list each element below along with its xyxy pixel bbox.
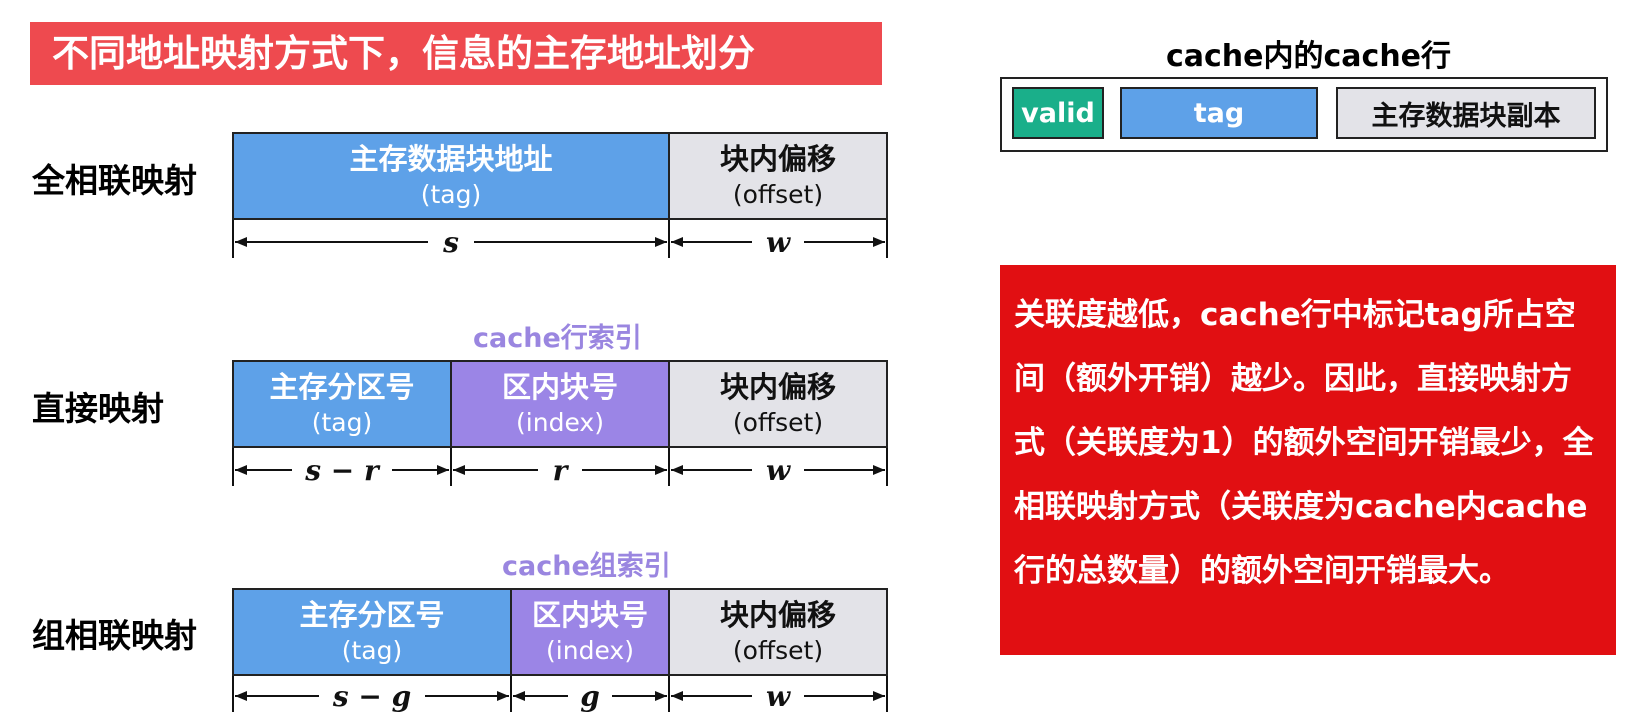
dimension-ticks bbox=[232, 448, 888, 486]
field-offset: 块内偏移 (offset) bbox=[668, 132, 888, 220]
field-main-label: 主存分区号 bbox=[269, 370, 415, 404]
field-sub-label: (offset) bbox=[732, 408, 824, 437]
field-main-label: 区内块号 bbox=[501, 370, 618, 404]
field-main-label: 块内偏移 bbox=[719, 142, 836, 176]
dimension-label: s − g bbox=[332, 680, 411, 713]
cache-cell-data-copy: 主存数据块副本 bbox=[1336, 87, 1596, 139]
cache-cell-tag: tag bbox=[1120, 87, 1318, 139]
field-sub-label: (tag) bbox=[341, 636, 403, 665]
dimension-label: r bbox=[553, 454, 570, 487]
field-main-label: 块内偏移 bbox=[719, 370, 836, 404]
cache-line-title: cache内的cache行 bbox=[1166, 39, 1452, 74]
explanation-note: 关联度越低，cache行中标记tag所占空间（额外开销）越少。因此，直接映射方式… bbox=[1000, 265, 1616, 655]
dimension-label: w bbox=[766, 454, 791, 487]
dimension-arrow-w: w bbox=[671, 680, 885, 713]
dimension-arrow-s-minus-r: s − r bbox=[235, 454, 449, 487]
field-index: 区内块号 (index) bbox=[450, 360, 670, 448]
field-sub-label: (index) bbox=[546, 636, 634, 665]
dimension-arrow-g: g bbox=[513, 680, 667, 713]
dimension-label: w bbox=[766, 680, 791, 713]
dimension-label: g bbox=[580, 680, 600, 713]
field-sub-label: (offset) bbox=[732, 180, 824, 209]
dimension-arrow-w: w bbox=[671, 454, 885, 487]
dimension-label: w bbox=[766, 226, 791, 259]
field-tag: 主存分区号 (tag) bbox=[232, 588, 512, 676]
field-main-label: 块内偏移 bbox=[719, 598, 836, 632]
dimension-arrow-s: s bbox=[235, 226, 667, 259]
row-label-direct-mapped: 直接映射 bbox=[32, 389, 164, 428]
dimension-label: s − r bbox=[304, 454, 381, 487]
field-sub-label: (offset) bbox=[732, 636, 824, 665]
field-offset: 块内偏移 (offset) bbox=[668, 588, 888, 676]
index-caption-cache-set: cache组索引 bbox=[502, 551, 671, 582]
dimension-arrow-s-minus-g: s − g bbox=[235, 680, 509, 713]
field-sub-label: (tag) bbox=[311, 408, 373, 437]
cache-line-frame: valid tag 主存数据块副本 bbox=[1000, 77, 1608, 152]
cache-cell-valid: valid bbox=[1012, 87, 1104, 139]
field-sub-label: (index) bbox=[516, 408, 604, 437]
field-sub-label: (tag) bbox=[420, 180, 482, 209]
field-main-label: 主存数据块地址 bbox=[349, 142, 553, 176]
row-label-set-associative: 组相联映射 bbox=[32, 616, 197, 655]
dimension-label: s bbox=[442, 226, 459, 259]
field-main-label: 主存分区号 bbox=[299, 598, 445, 632]
dimension-arrow-r: r bbox=[453, 454, 667, 487]
dimension-ticks bbox=[232, 220, 888, 258]
field-tag: 主存分区号 (tag) bbox=[232, 360, 452, 448]
dimension-ticks bbox=[232, 676, 888, 712]
row-label-fully-associative: 全相联映射 bbox=[32, 161, 197, 200]
field-offset: 块内偏移 (offset) bbox=[668, 360, 888, 448]
field-block-address: 主存数据块地址 (tag) bbox=[232, 132, 670, 220]
field-main-label: 区内块号 bbox=[531, 598, 648, 632]
field-index: 区内块号 (index) bbox=[510, 588, 670, 676]
index-caption-cache-line: cache行索引 bbox=[473, 323, 642, 354]
dimension-arrow-w: w bbox=[671, 226, 885, 259]
page-title: 不同地址映射方式下，信息的主存地址划分 bbox=[30, 22, 882, 85]
